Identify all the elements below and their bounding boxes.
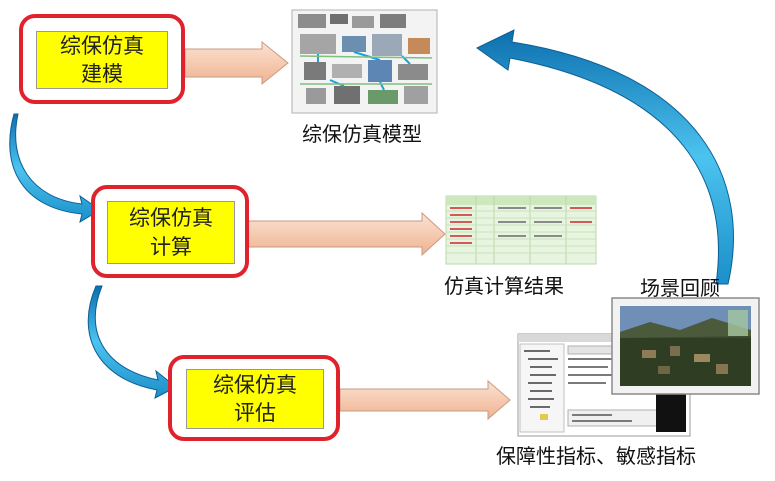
3d-scene-thumbnail	[611, 297, 760, 395]
stage-evaluation-label: 综保仿真 评估	[186, 369, 324, 429]
output-model-caption: 综保仿真模型	[302, 122, 422, 146]
arrow-evaluate-to-output	[339, 379, 511, 421]
scene-replay-caption: 场景回顾	[640, 276, 720, 300]
feedback-arrow-scene-to-model	[476, 29, 734, 285]
output-indicators-caption: 保障性指标、敏感指标	[496, 444, 696, 468]
system-model-diagram-thumbnail	[291, 9, 438, 114]
output-results-caption: 仿真计算结果	[444, 274, 564, 298]
results-table-thumbnail	[445, 195, 597, 265]
curved-arrow-compute-to-evaluate	[87, 285, 177, 399]
stage-computation-box: 综保仿真 计算	[91, 185, 249, 278]
curved-arrow-model-to-compute	[9, 113, 101, 224]
stage-evaluation-box: 综保仿真 评估	[168, 355, 340, 441]
arrow-compute-to-output	[247, 211, 446, 257]
stage-computation-label: 综保仿真 计算	[107, 201, 235, 264]
stage-modeling-box: 综保仿真 建模	[19, 14, 185, 104]
stage-modeling-label: 综保仿真 建模	[36, 31, 168, 89]
arrow-model-to-output	[184, 40, 289, 86]
